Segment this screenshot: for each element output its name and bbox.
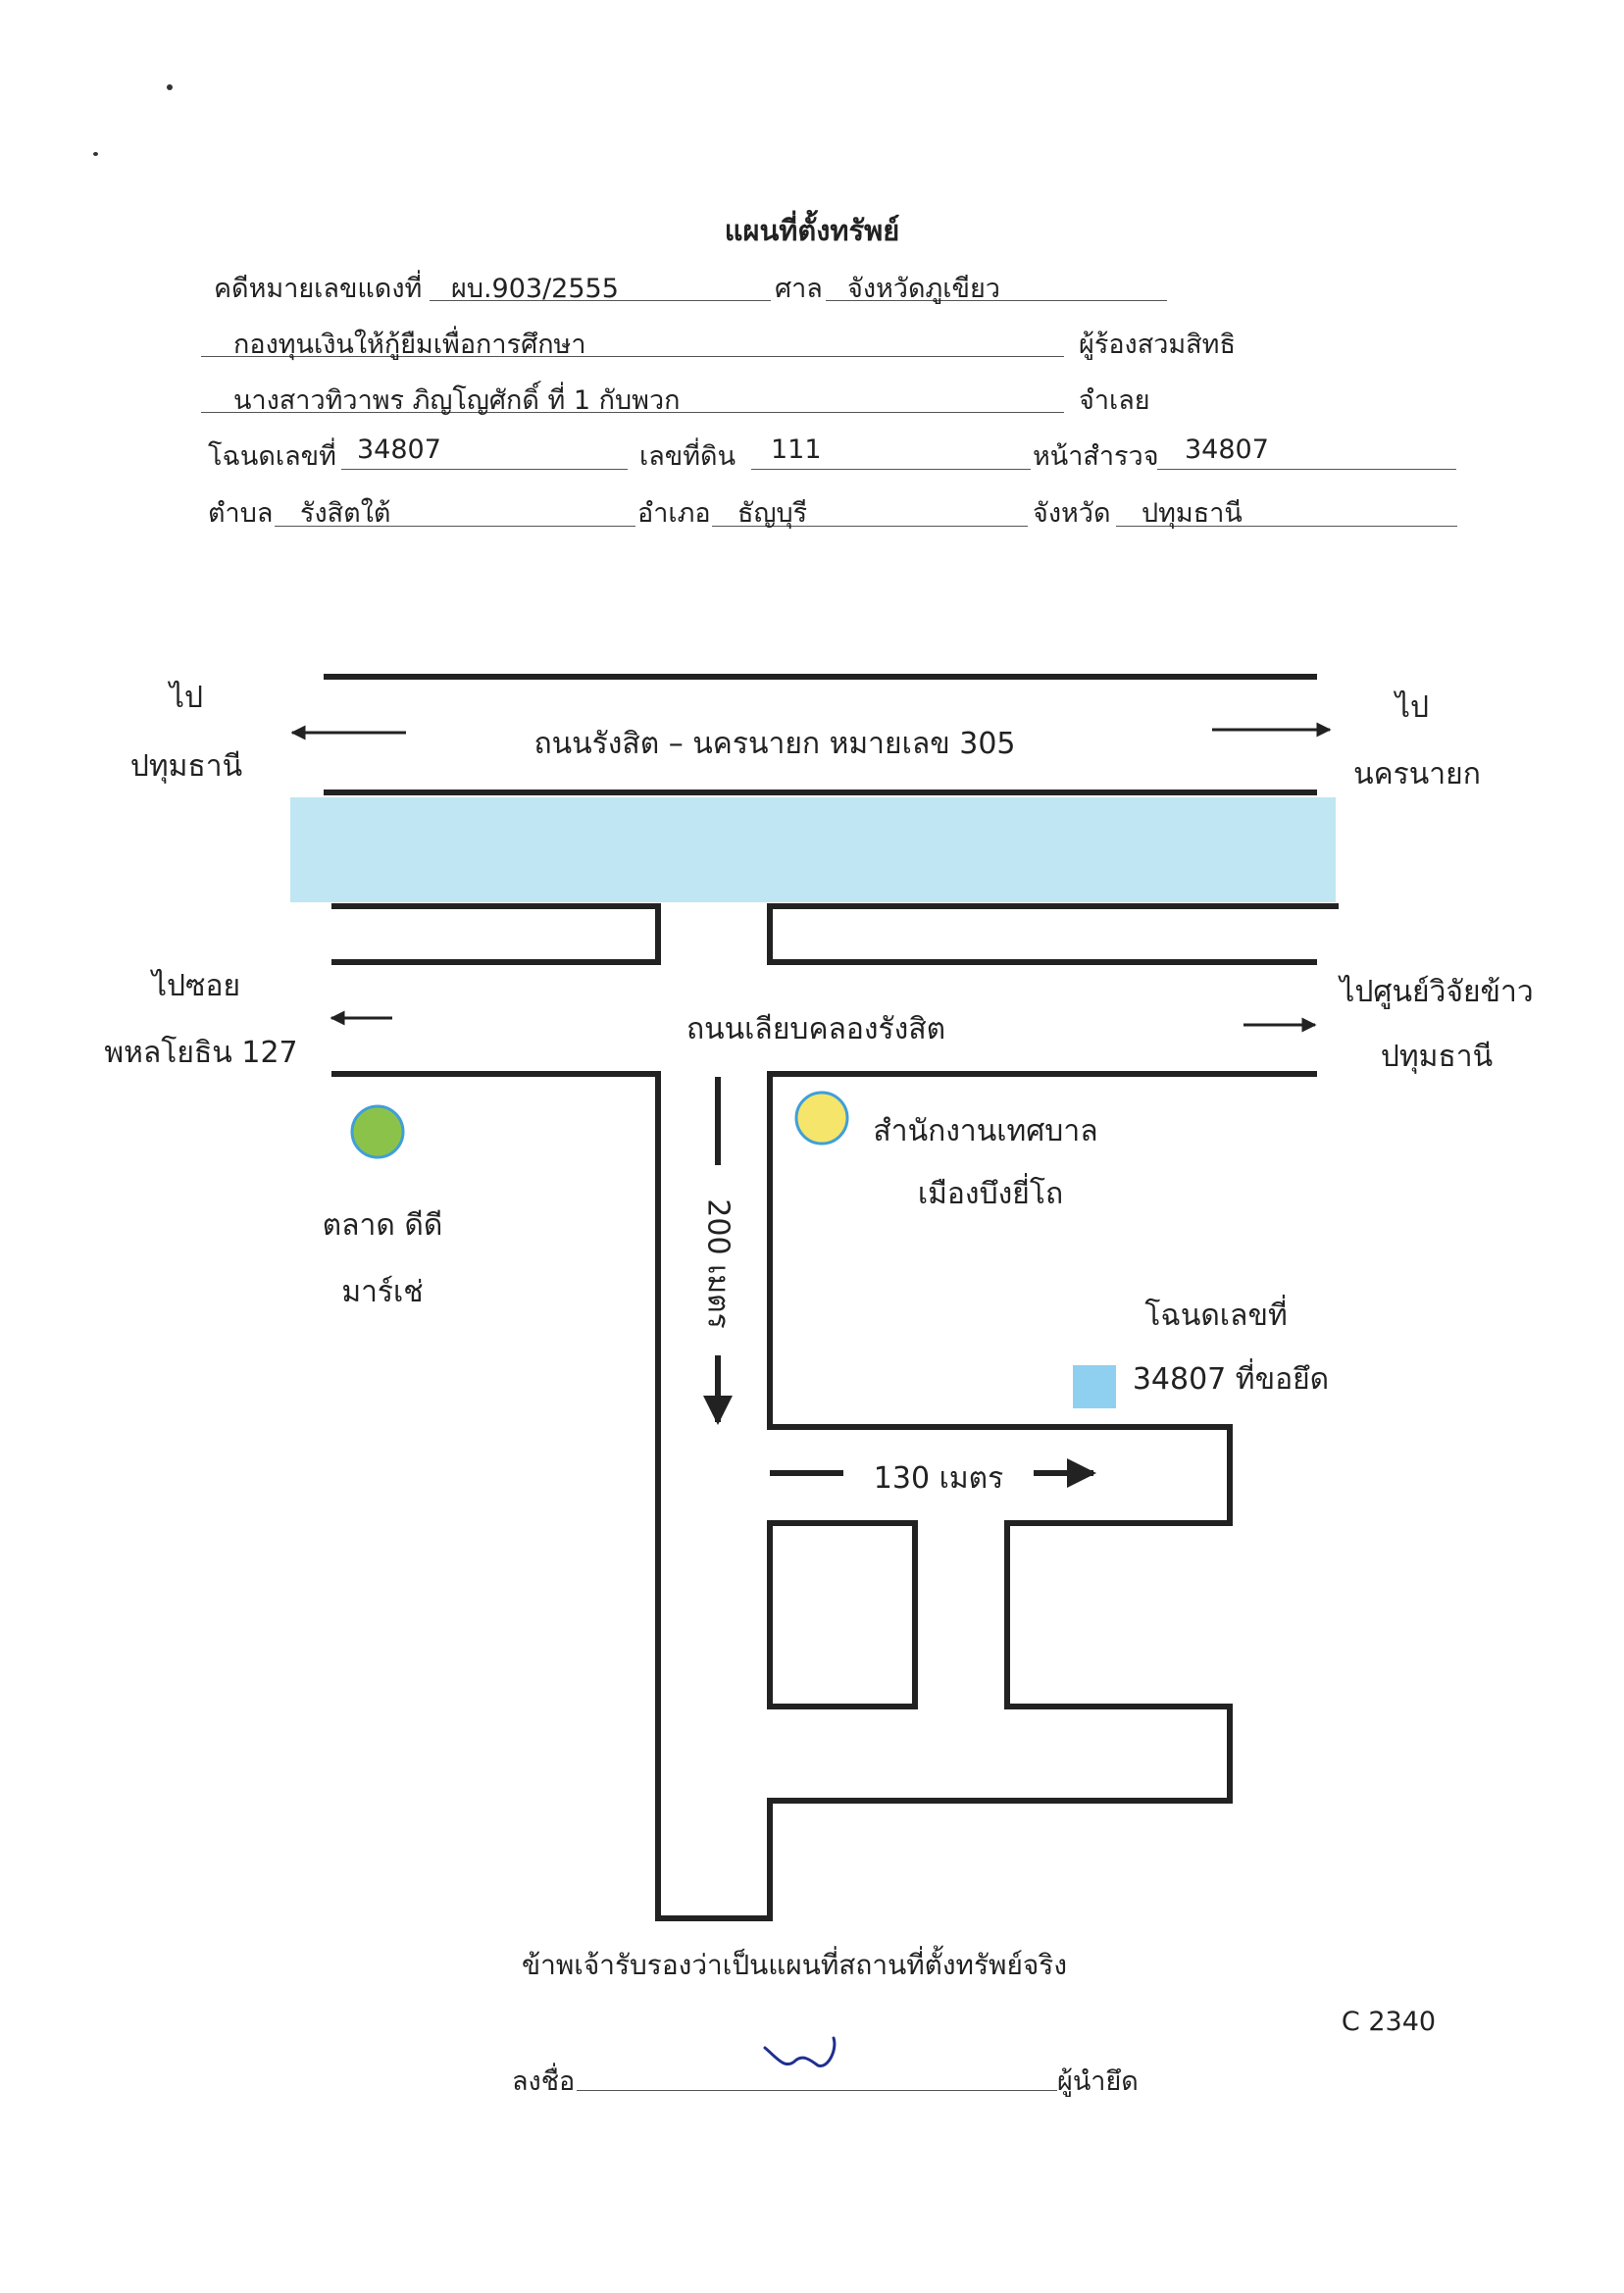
case-number-value: ผบ.903/2555 <box>451 274 619 304</box>
district-underline <box>712 526 1028 527</box>
survey-page-label: หน้าสำรวจ <box>1033 441 1159 472</box>
property-marker-icon <box>1073 1365 1116 1408</box>
district-value: ธัญบุรี <box>737 498 808 529</box>
case-number-label: คดีหมายเลขแดงที่ <box>214 274 423 304</box>
property-label-line1: โฉนดเลขที่ <box>1144 1299 1288 1333</box>
plaintiff-value: กองทุนเงินให้กู้ยืมเพื่อการศึกษา <box>233 330 586 360</box>
subdistrict-value: รังสิตใต้ <box>300 498 391 529</box>
label-to-rice-center-line2: ปทุมธานี <box>1380 1040 1494 1074</box>
deed-number-value: 34807 <box>357 434 441 465</box>
label-to-rice-center-line1: ไปศูนย์วิจัยข้าว <box>1340 975 1534 1009</box>
district-label: อำเภอ <box>637 498 711 529</box>
signature-label: ลงชื่อ <box>512 2066 576 2097</box>
plaintiff-label: ผู้ร้องสวมสิทธิ <box>1079 330 1236 360</box>
signer-role-label: ผู้นำยึด <box>1057 2066 1139 2097</box>
label-to-pathum-line1: ไป <box>169 681 204 715</box>
office-label-line1: สำนักงานเทศบาล <box>873 1114 1098 1148</box>
scan-speck <box>93 152 98 156</box>
document-code: C 2340 <box>1341 2007 1437 2037</box>
defendant-value: นางสาวทิวาพร ภิญโญศักดิ์ ที่ 1 กับพวก <box>233 385 681 416</box>
office-marker-icon <box>794 1091 849 1146</box>
bridge-left <box>331 903 661 965</box>
province-label: จังหวัด <box>1033 498 1111 529</box>
property-block <box>767 1520 918 1709</box>
certification-text: ข้าพเจ้ารับรองว่าเป็นแผนที่สถานที่ตั้งทร… <box>521 1949 1068 1981</box>
land-number-value: 111 <box>771 434 822 465</box>
scan-speck <box>167 84 173 90</box>
subdistrict-underline <box>275 526 635 527</box>
label-to-nakhon-line1: ไป <box>1395 690 1430 725</box>
label-to-nakhon-line2: นครนายก <box>1353 757 1481 791</box>
deed-number-label: โฉนดเลขที่ <box>208 441 336 472</box>
land-number-underline <box>751 469 1031 470</box>
survey-page-value: 34807 <box>1185 434 1269 465</box>
canal-road-label: ถนนเลียบคลองรังสิต <box>686 1012 946 1046</box>
canal <box>290 797 1336 902</box>
land-number-label: เลขที่ดิน <box>639 441 736 472</box>
page-title: แผนที่ตั้งทรัพย์ <box>724 214 900 247</box>
case-number-underline <box>430 300 771 301</box>
office-label-line2: เมืองบึงยี่โถ <box>917 1177 1064 1211</box>
market-marker-icon <box>350 1104 405 1159</box>
province-underline <box>1116 526 1457 527</box>
market-label-line2: มาร์เช่ <box>341 1275 424 1309</box>
market-label-line1: ตลาด ดีดี <box>322 1208 443 1243</box>
survey-page-underline <box>1157 469 1456 470</box>
subdistrict-label: ตำบล <box>208 498 274 529</box>
distance-vertical-label: 200 เมตร <box>700 1198 736 1329</box>
court-underline <box>826 300 1167 301</box>
defendant-underline <box>201 412 1064 413</box>
soi-left-edge <box>655 1071 1233 1921</box>
court-label: ศาล <box>775 274 823 304</box>
signature-icon <box>763 2036 837 2067</box>
main-road-label: ถนนรังสิต – นครนายก หมายเลข 305 <box>533 727 1016 761</box>
property-label-line2: 34807 ที่ขอยึด <box>1132 1362 1330 1397</box>
distance-horizontal-label: 130 เมตร <box>873 1461 1004 1496</box>
label-to-soi-line2: พหลโยธิน 127 <box>104 1036 298 1070</box>
defendant-label: จำเลย <box>1079 385 1150 416</box>
deed-number-underline <box>341 469 628 470</box>
label-to-pathum-line2: ปทุมธานี <box>129 749 243 784</box>
court-value: จังหวัดภูเขียว <box>847 274 1000 304</box>
signature-underline <box>577 2090 1057 2091</box>
plaintiff-underline <box>201 356 1064 357</box>
province-value: ปทุมธานี <box>1142 498 1243 529</box>
label-to-soi-line1: ไปซอย <box>151 969 241 1003</box>
